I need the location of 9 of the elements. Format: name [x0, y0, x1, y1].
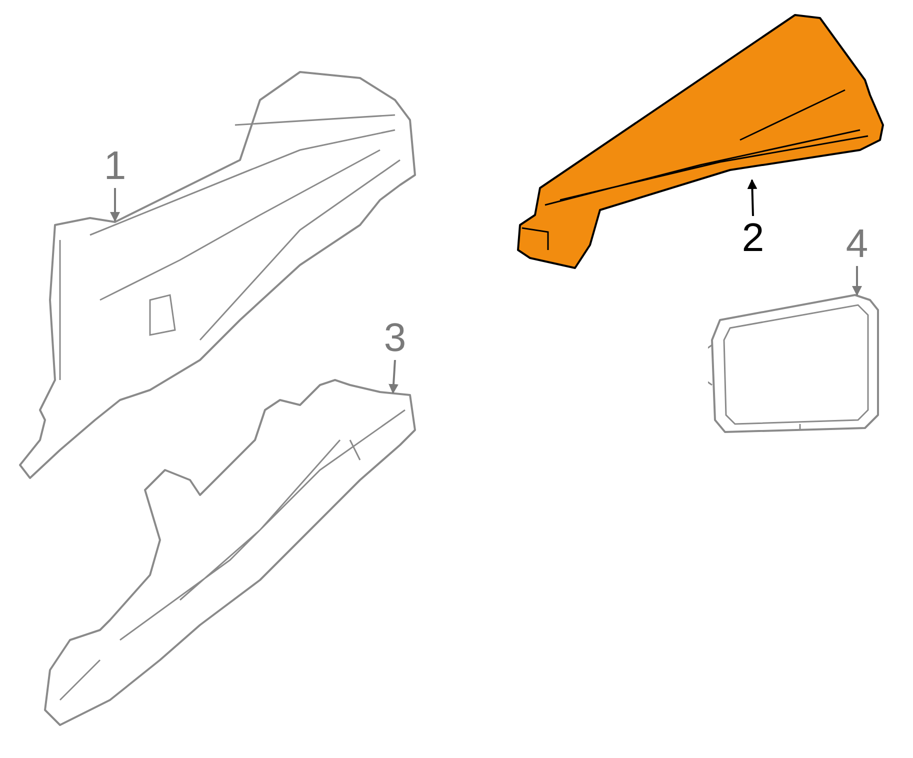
leader-arrow — [852, 266, 862, 296]
callout-number: 1 — [98, 146, 132, 186]
callout-number: 3 — [378, 318, 412, 358]
leader-arrow — [110, 188, 120, 222]
leader-arrow — [388, 360, 399, 394]
part-drawing — [16, 68, 418, 482]
leader-arrow — [747, 179, 758, 216]
callout-number: 2 — [736, 218, 770, 258]
callout-number: 4 — [840, 224, 874, 264]
